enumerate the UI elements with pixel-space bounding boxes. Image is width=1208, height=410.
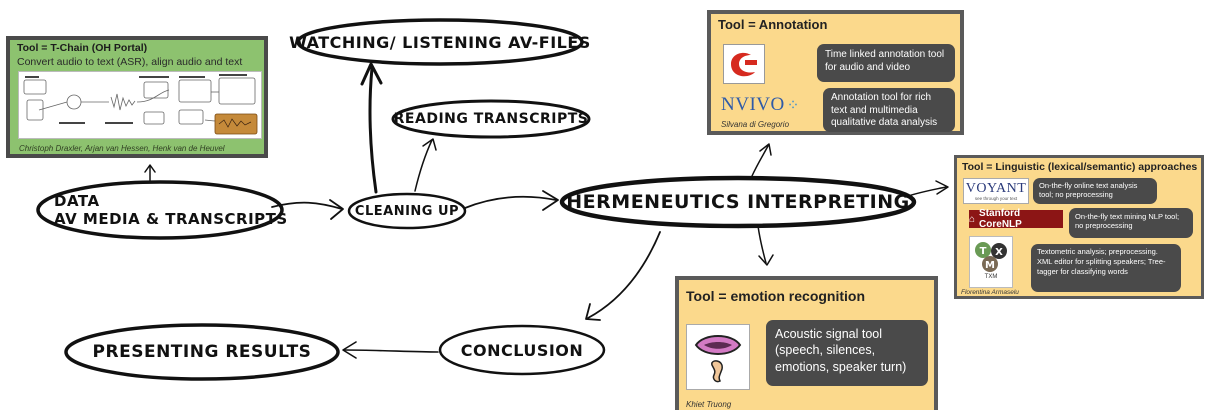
txm-logo-text: TXM xyxy=(984,274,998,280)
tchain-subtitle: Convert audio to text (ASR), align audio… xyxy=(17,56,243,68)
presenting-ellipse xyxy=(64,323,340,381)
node-data-line2: AV MEDIA & TRANSCRIPTS xyxy=(54,210,288,228)
tchain-workflow-image xyxy=(18,71,262,139)
annotation-panel: Tool = Annotation Time linked annotation… xyxy=(707,10,964,135)
tchain-title: Tool = T-Chain (OH Portal) xyxy=(17,42,148,54)
mouth-ear-icon xyxy=(694,335,742,383)
node-conclusion-label: CONCLUSION xyxy=(460,340,584,360)
node-cleaning-label: CLEANING UP xyxy=(354,203,460,219)
arrow-conclusion-to-presenting xyxy=(343,349,439,353)
txm-logo: T X M TXM xyxy=(969,236,1013,288)
voyant-logo-sub: see through your text xyxy=(974,195,1018,201)
reading-ellipse xyxy=(391,99,591,139)
nvivo-dots-icon: ⁘ xyxy=(786,97,800,114)
elan-logo-icon xyxy=(731,52,757,77)
node-data-line1: DATA xyxy=(54,192,100,210)
arrow-hermeneutics-to-conclusion xyxy=(587,231,661,319)
nvivo-logo: NVIVO ⁘ xyxy=(721,94,816,116)
annotation-credit: Silvana di Gregorio xyxy=(721,120,790,129)
linguistic-pill-txm: Textometric analysis; preprocessing. XML… xyxy=(1031,244,1181,292)
arrow-data-to-cleaning xyxy=(271,201,343,210)
node-data: DATA AV MEDIA & TRANSCRIPTS xyxy=(40,184,287,236)
node-presenting-label: PRESENTING RESULTS xyxy=(92,342,312,362)
annotation-pill-elan: Time linked annotation tool for audio an… xyxy=(817,44,955,82)
node-hermeneutics-label: HERMENEUTICS INTERPRETING xyxy=(566,191,910,213)
node-hermeneutics: HERMENEUTICS INTERPRETING xyxy=(562,182,914,222)
emotion-mouth-ear-logo xyxy=(686,324,750,390)
node-conclusion: CONCLUSION xyxy=(440,334,604,366)
node-cleaning: CLEANING UP xyxy=(349,197,465,225)
emotion-credit: Khiet Truong xyxy=(686,400,732,409)
svg-text:T: T xyxy=(980,246,987,257)
svg-text:X: X xyxy=(995,247,1003,258)
node-reading-label: READING TRANSCRIPTS xyxy=(393,111,589,127)
node-watching: WATCHING/ LISTENING AV-FILES xyxy=(289,24,590,60)
conclusion-ellipse xyxy=(438,324,606,376)
node-reading: READING TRANSCRIPTS xyxy=(393,104,589,134)
hermeneutics-ellipse xyxy=(559,175,917,229)
emotion-title: Tool = emotion recognition xyxy=(686,288,866,304)
linguistic-title: Tool = Linguistic (lexical/semantic) app… xyxy=(962,161,1198,173)
stanford-corenlp-logo: ⌂ Stanford CoreNLP xyxy=(969,208,1063,230)
tchain-panel: Tool = T-Chain (OH Portal) Convert audio… xyxy=(6,36,268,158)
annotation-title: Tool = Annotation xyxy=(718,17,828,32)
node-presenting: PRESENTING RESULTS xyxy=(66,334,338,370)
data-ellipse xyxy=(36,180,284,240)
arrow-cleaning-to-reading xyxy=(414,139,433,192)
arrow-cleaning-to-hermeneutics xyxy=(464,195,557,209)
arrow-hermeneutics-to-emotion xyxy=(757,225,767,264)
annotation-pill-nvivo: Annotation tool for rich text and multim… xyxy=(823,88,955,132)
arrow-hermeneutics-to-linguistic xyxy=(904,186,947,198)
stanford-corenlp-text: Stanford CoreNLP xyxy=(979,208,1022,230)
emotion-pill: Acoustic signal tool (speech, silences, … xyxy=(766,320,928,386)
watching-ellipse xyxy=(296,18,584,66)
emotion-panel: Tool = emotion recognition Acoustic sign… xyxy=(675,276,938,410)
svg-text:M: M xyxy=(985,260,995,271)
elan-logo xyxy=(723,44,765,84)
linguistic-pill-stanford: On-the-fly text mining NLP tool; no prep… xyxy=(1069,208,1193,238)
linguistic-credit: Florentina Armaselu xyxy=(961,289,1019,296)
tchain-workflow-graphic xyxy=(23,74,258,135)
home-icon: ⌂ xyxy=(969,213,976,225)
arrow-cleaning-to-watching xyxy=(368,66,378,194)
tchain-credit: Christoph Draxler, Arjan van Hessen, Hen… xyxy=(19,144,225,153)
txm-logo-icon: T X M xyxy=(975,242,1007,272)
voyant-logo-text: VOYANT xyxy=(965,180,1027,196)
voyant-logo: VOYANT see through your text xyxy=(963,178,1029,204)
node-watching-label: WATCHING/ LISTENING AV-FILES xyxy=(289,32,591,52)
linguistic-pill-voyant: On-the-fly online text analysis tool; no… xyxy=(1033,178,1157,204)
nvivo-logo-text: NVIVO xyxy=(721,94,785,115)
arrow-hermeneutics-to-annotation xyxy=(751,145,769,177)
linguistic-panel: Tool = Linguistic (lexical/semantic) app… xyxy=(954,155,1204,299)
cleaning-ellipse xyxy=(347,192,467,230)
